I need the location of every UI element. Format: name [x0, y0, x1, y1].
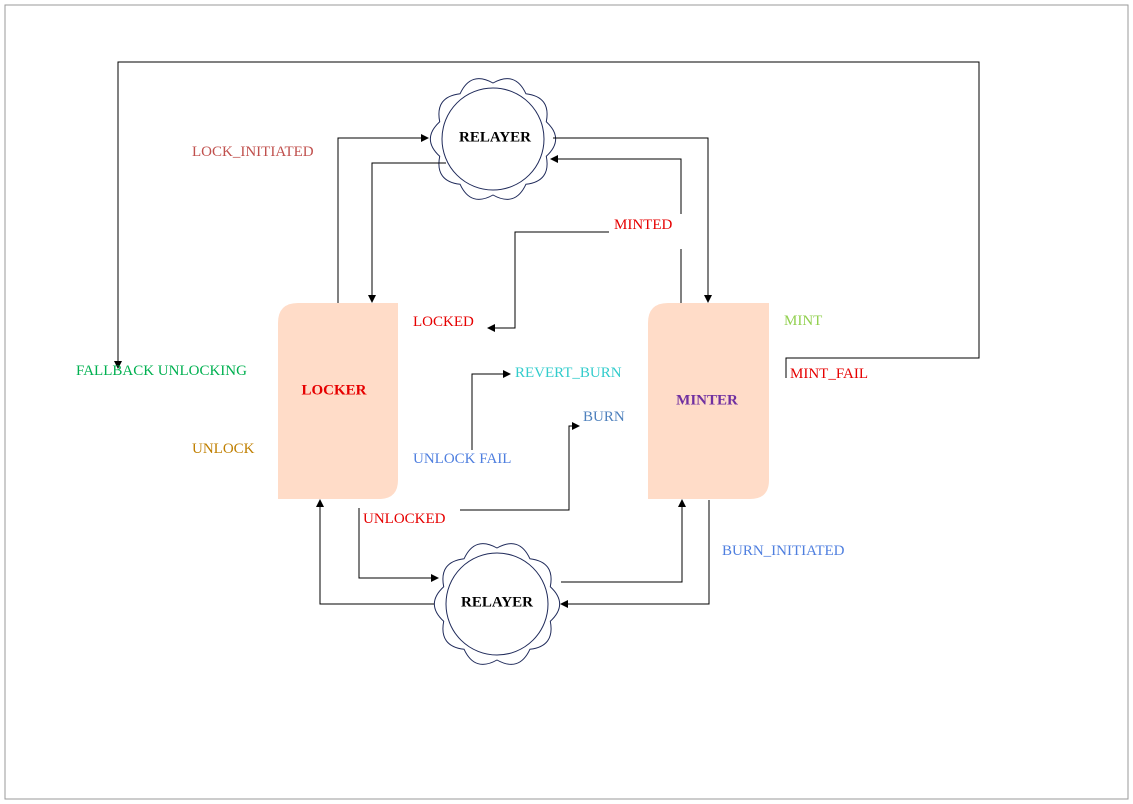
minter-node-shape[interactable]	[648, 303, 769, 499]
edge-minter-to-relayer-bottom	[560, 500, 710, 608]
edge-relayer-top-to-minter	[553, 137, 712, 303]
relayer-bottom-cloud[interactable]	[433, 543, 561, 665]
edge-mint-fail-loop	[114, 61, 980, 378]
locker-title: LOCKER	[301, 382, 367, 399]
minter-title: MINTER	[676, 392, 738, 409]
label-mint-fail: MINT_FAIL	[790, 366, 869, 382]
label-burn: BURN	[583, 409, 625, 425]
label-revert-burn: REVERT_BURN	[515, 365, 622, 381]
relayer-top-cloud[interactable]	[429, 78, 557, 200]
label-minted: MINTED	[614, 217, 673, 233]
locker-node-shape[interactable]	[278, 303, 398, 499]
page-frame	[4, 4, 1129, 800]
label-unlock-fail: UNLOCK FAIL	[413, 451, 512, 467]
relayer-top-title: RELAYER	[459, 129, 531, 146]
edge-unlocked-to-burn	[460, 422, 580, 511]
edge-relayer-top-to-locker	[368, 162, 446, 303]
edge-unlock-fail-to-revert-burn	[471, 370, 511, 450]
edge-locker-to-relayer-top	[337, 134, 429, 303]
relayer-bottom-title: RELAYER	[461, 594, 533, 611]
label-fallback-unlocking: FALLBACK UNLOCKING	[76, 363, 247, 379]
edge-locker-to-relayer-bottom-2	[358, 542, 439, 582]
edge-relayer-bottom-to-locker	[316, 499, 434, 605]
label-unlock: UNLOCK	[192, 441, 255, 457]
label-unlocked: UNLOCKED	[363, 511, 446, 527]
label-mint: MINT	[784, 313, 823, 329]
label-locked: LOCKED	[413, 314, 474, 330]
edge-minter-to-relayer-top-upper	[550, 155, 682, 214]
label-burn-initiated: BURN_INITIATED	[722, 543, 845, 559]
edge-relayer-bottom-to-minter	[561, 499, 686, 583]
label-lock-initiated: LOCK_INITIATED	[192, 144, 314, 160]
edge-minted-to-locked	[487, 231, 609, 332]
